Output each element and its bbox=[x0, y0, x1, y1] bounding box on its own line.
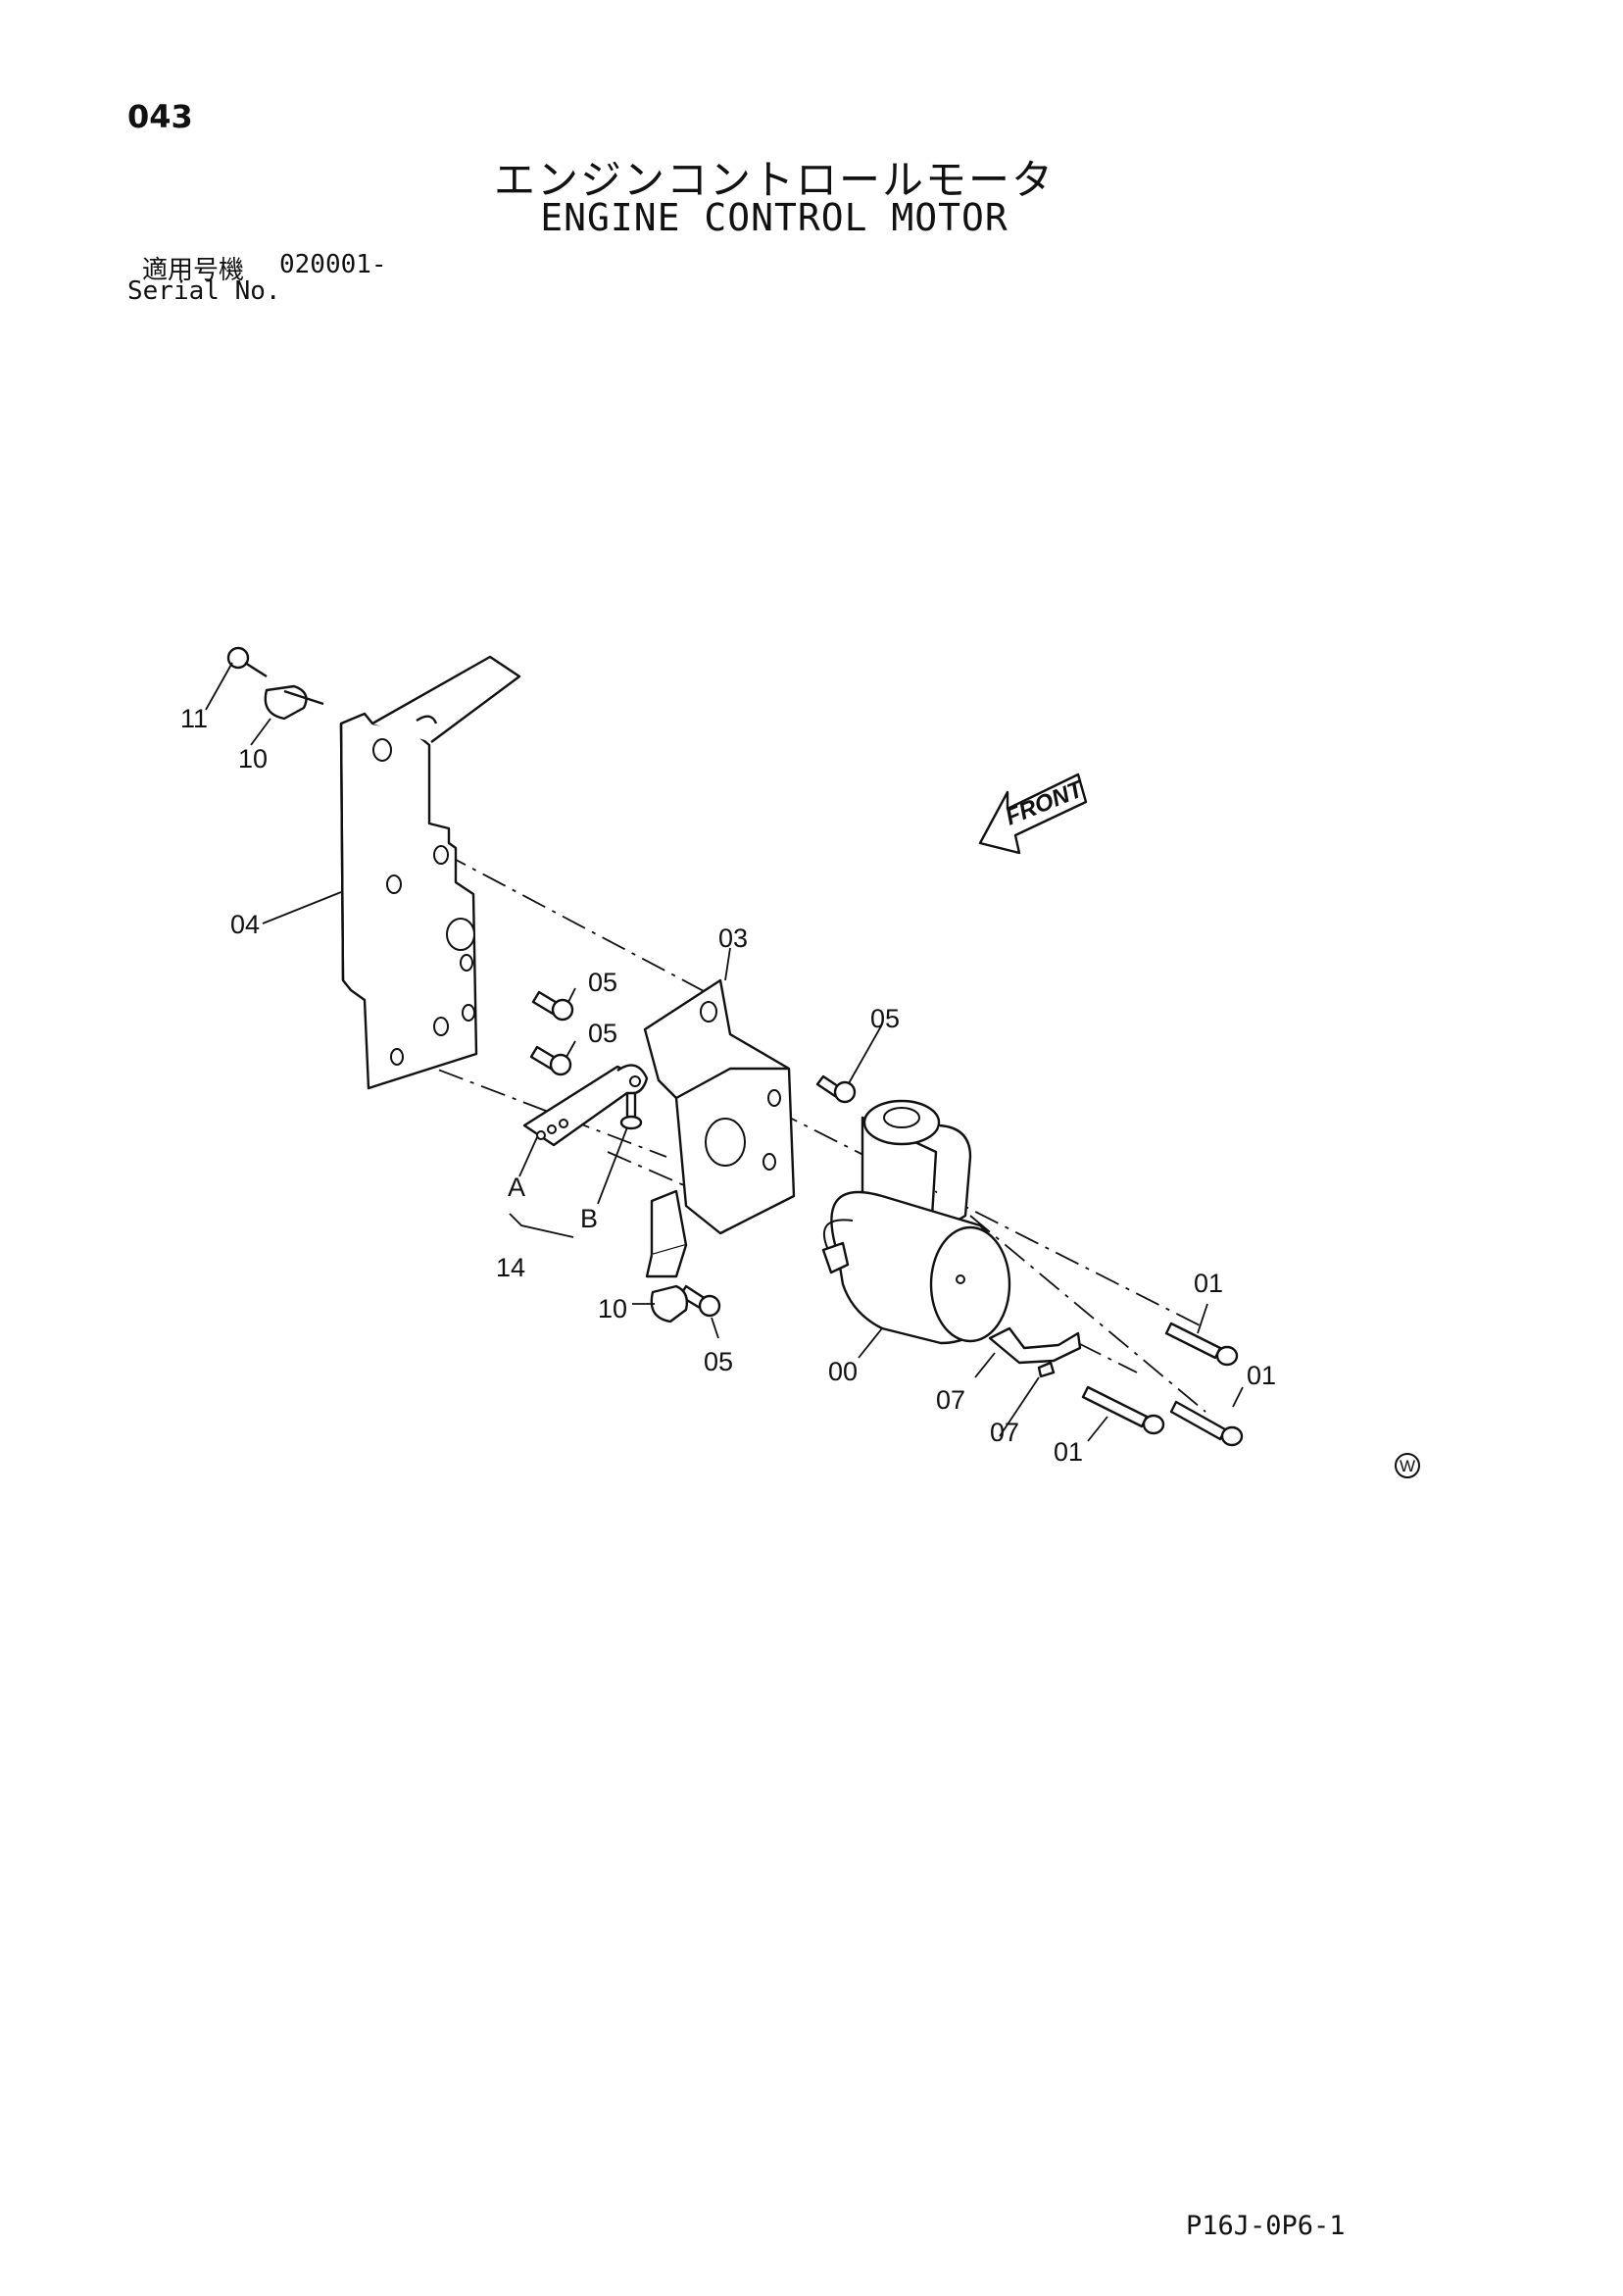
bolts-05 bbox=[529, 990, 857, 1318]
callout-01-a: 01 bbox=[1054, 1437, 1083, 1467]
serial-range: 020001- bbox=[279, 250, 387, 279]
callout-03: 03 bbox=[718, 923, 748, 953]
callout-b: B bbox=[580, 1204, 598, 1233]
alignment-lines bbox=[396, 852, 1206, 1413]
callout-07-b: 07 bbox=[990, 1418, 1019, 1447]
page-title: ENGINE CONTROL MOTOR bbox=[540, 196, 1008, 239]
drawing-code: P16J-0P6-1 bbox=[1186, 2211, 1346, 2241]
leader-lines bbox=[205, 662, 1244, 1442]
clamp-and-bolt-top bbox=[226, 646, 324, 721]
clamp-bottom bbox=[650, 1284, 689, 1323]
callout-01-b: 01 bbox=[1194, 1269, 1223, 1298]
callout-10-top: 10 bbox=[238, 744, 268, 774]
callout-01-c: 01 bbox=[1247, 1361, 1276, 1390]
callout-07-a: 07 bbox=[936, 1385, 965, 1415]
callout-11: 11 bbox=[180, 704, 208, 733]
engine-control-motor-00 bbox=[821, 1099, 1011, 1345]
callout-05-c: 05 bbox=[870, 1004, 900, 1033]
front-label: FRONT bbox=[1002, 775, 1089, 831]
callout-05-d: 05 bbox=[704, 1347, 733, 1376]
bracket-plate-04 bbox=[339, 655, 521, 1090]
callout-05-b: 05 bbox=[588, 1019, 617, 1048]
callout-a: A bbox=[508, 1173, 525, 1202]
link-lever-a bbox=[522, 1064, 649, 1147]
callout-00: 00 bbox=[828, 1357, 858, 1386]
front-direction-arrow: FRONT bbox=[978, 773, 1089, 855]
pin-b bbox=[619, 1091, 643, 1130]
callout-05-a: 05 bbox=[588, 968, 617, 997]
callout-10-bottom: 10 bbox=[598, 1294, 627, 1323]
page-title-japanese: エンジンコントロールモータ bbox=[493, 156, 1055, 204]
watermark-symbol: W bbox=[1395, 1453, 1420, 1478]
callout-labels: 11 10 04 03 05 05 05 05 A B 14 10 00 07 … bbox=[180, 704, 1276, 1467]
bracket-clips-07 bbox=[988, 1326, 1082, 1378]
callout-04: 04 bbox=[230, 910, 260, 939]
callout-14: 14 bbox=[496, 1253, 525, 1282]
serial-label: Serial No. bbox=[127, 276, 281, 306]
screws-01 bbox=[1081, 1322, 1244, 1447]
watermark-letter: W bbox=[1400, 1457, 1415, 1475]
page-number: 043 bbox=[127, 98, 193, 135]
serial-label-japanese: 適用号機 bbox=[142, 256, 245, 285]
motor-bracket-03 bbox=[643, 978, 796, 1278]
